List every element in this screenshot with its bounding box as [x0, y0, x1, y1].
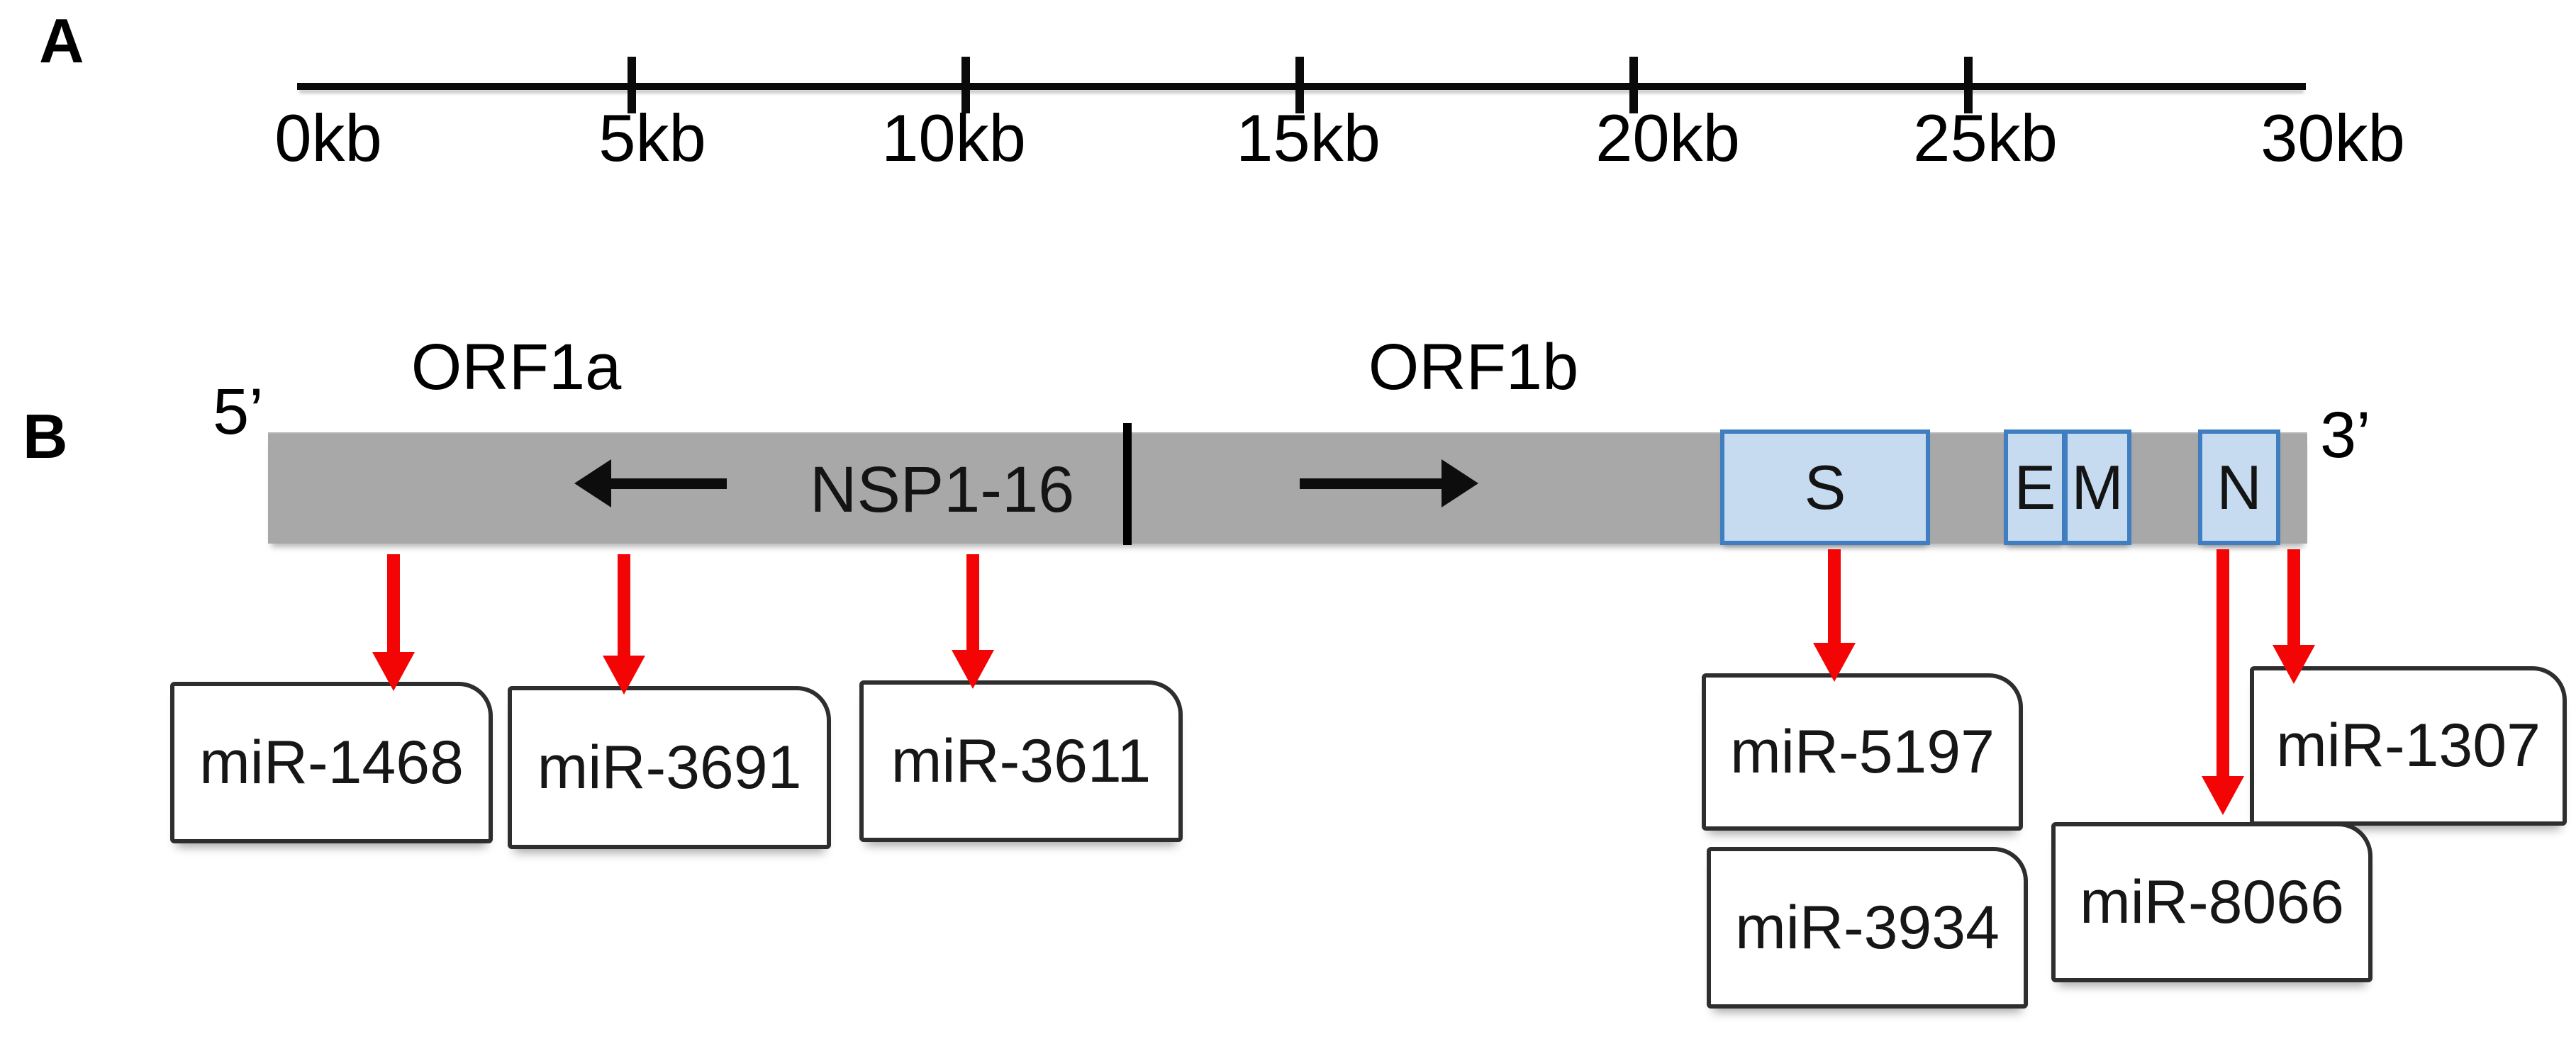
gene-box-n: N — [2198, 429, 2280, 545]
mir-label-8066: miR-8066 — [2080, 867, 2344, 936]
ruler-label-10kb: 10kb — [881, 101, 1026, 175]
mir-label-3934: miR-3934 — [1735, 893, 2000, 962]
gene-box-m: M — [2063, 429, 2131, 545]
panel-b-label: B — [23, 401, 68, 471]
gene-label-m: M — [2071, 451, 2124, 522]
ruler-label-15kb: 15kb — [1236, 101, 1381, 175]
gene-box-s: S — [1720, 429, 1930, 545]
ruler-label-25kb: 25kb — [1913, 101, 2058, 175]
ruler-tick-10kb — [961, 57, 970, 113]
ruler-tick-20kb — [1629, 57, 1638, 113]
mir-label-3611: miR-3611 — [891, 726, 1152, 795]
five-prime-label: 5’ — [213, 376, 264, 448]
orf1a-label: ORF1a — [411, 331, 622, 403]
gene-label-n: N — [2217, 451, 2262, 522]
orf1a-orf1b-divider — [1123, 423, 1132, 545]
gene-box-e: E — [2004, 429, 2066, 545]
gene-label-e: E — [2014, 451, 2056, 522]
mir-label-1307: miR-1307 — [2276, 712, 2541, 780]
mir-box-3611: miR-3611 — [859, 680, 1183, 842]
ruler-label-20kb: 20kb — [1595, 101, 1740, 175]
ruler-label-5kb: 5kb — [598, 101, 706, 175]
orf1b-label: ORF1b — [1368, 331, 1579, 403]
three-prime-label: 3’ — [2320, 399, 2371, 471]
mir-box-3934: miR-3934 — [1707, 847, 2028, 1009]
mir-box-3691: miR-3691 — [508, 686, 831, 849]
nsp1-16-label: NSP1-16 — [810, 454, 1075, 526]
ruler-tick-5kb — [628, 57, 636, 113]
mir-box-8066: miR-8066 — [2051, 822, 2373, 982]
panel-a-label: A — [39, 6, 84, 76]
mir-box-1307: miR-1307 — [2250, 666, 2567, 826]
ruler-label-0kb: 0kb — [274, 101, 382, 175]
ruler-label-30kb: 30kb — [2260, 101, 2405, 175]
mir-label-5197: miR-5197 — [1730, 717, 1995, 786]
gene-label-s: S — [1804, 451, 1846, 522]
mir-label-1468: miR-1468 — [199, 728, 464, 797]
mir-box-1468: miR-1468 — [170, 682, 493, 843]
ruler-tick-15kb — [1295, 57, 1304, 113]
ruler-tick-25kb — [1964, 57, 1973, 113]
mir-label-3691: miR-3691 — [537, 733, 802, 802]
mir-box-5197: miR-5197 — [1702, 673, 2023, 831]
